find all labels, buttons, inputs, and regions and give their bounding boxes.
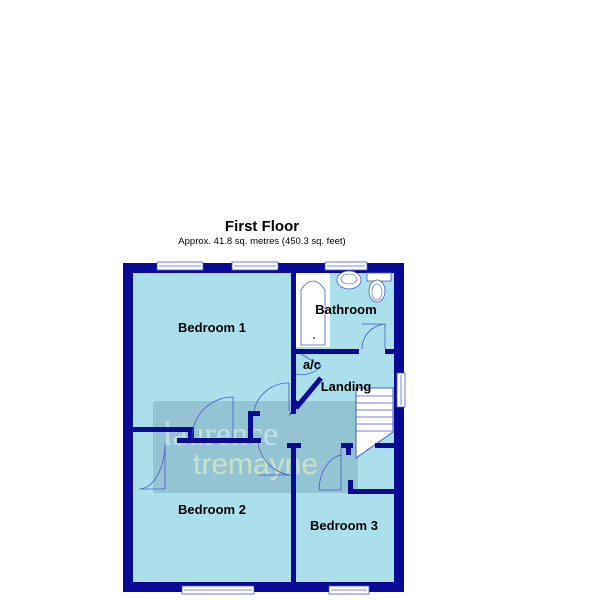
room-label-bedroom-1: Bedroom 1: [178, 320, 246, 335]
floor-area-subtitle: Approx. 41.8 sq. metres (450.3 sq. feet): [178, 236, 346, 247]
room-label-bedroom-2: Bedroom 2: [178, 502, 246, 517]
bathroom-fixtures: [296, 270, 392, 347]
windows: [156, 261, 406, 595]
door-icon: [257, 442, 291, 476]
toilet-icon: [368, 279, 386, 303]
door-icon: [191, 396, 234, 439]
door-icon: [318, 447, 342, 491]
floor-title: First Floor: [224, 218, 300, 235]
room-label-ac: a/c: [303, 357, 321, 372]
door-icon: [295, 353, 322, 376]
door-swings: [138, 323, 386, 491]
watermark-box: [153, 401, 358, 493]
room-label-bathroom: Bathroom: [315, 302, 376, 317]
bathtub-icon: [300, 280, 326, 346]
interior-walls: [128, 268, 395, 587]
staircase: [355, 387, 394, 459]
door-icon: [253, 382, 290, 412]
room-label-landing: Landing: [321, 379, 372, 394]
watermark-line2: tremayne: [193, 448, 318, 481]
door-icon: [138, 442, 166, 490]
toilet-cistern-icon: [366, 272, 392, 282]
door-icon: [361, 323, 386, 350]
room-label-bedroom-3: Bedroom 3: [310, 518, 378, 533]
airing-cupboard-arrow: [289, 376, 323, 416]
